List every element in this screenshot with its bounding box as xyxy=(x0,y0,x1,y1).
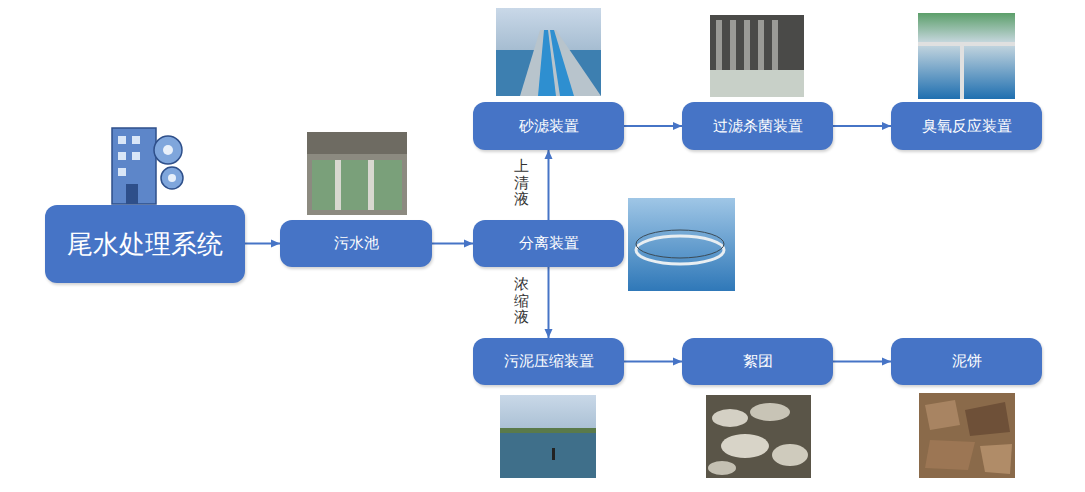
box-label: 泥饼 xyxy=(952,352,982,371)
walkway xyxy=(520,30,601,96)
tube xyxy=(730,20,736,70)
photo-mud-cake xyxy=(919,393,1015,478)
flow-arrow xyxy=(548,267,550,338)
photo xyxy=(496,8,601,96)
box-label: 絮团 xyxy=(743,352,773,371)
tube xyxy=(772,20,778,70)
cage-net xyxy=(636,230,724,258)
cake xyxy=(980,444,1012,474)
system-box: 尾水处理系统 xyxy=(45,205,245,283)
divider xyxy=(335,160,341,210)
photo xyxy=(628,198,735,291)
photo-separator xyxy=(628,198,735,291)
flow-arrow xyxy=(624,125,682,127)
box-label: 尾水处理系统 xyxy=(67,227,223,262)
flow-arrow xyxy=(432,243,473,245)
window xyxy=(132,152,140,160)
flow-arrow xyxy=(624,361,682,363)
pipe xyxy=(550,30,574,96)
process-box: 泥饼 xyxy=(891,338,1042,385)
walkway xyxy=(918,42,1015,46)
box-label: 污泥压缩装置 xyxy=(504,352,594,371)
pool xyxy=(312,160,402,210)
door xyxy=(126,184,138,204)
pond xyxy=(500,432,596,478)
gear xyxy=(154,136,182,164)
floc xyxy=(772,444,808,466)
tube xyxy=(716,20,722,70)
cake xyxy=(925,400,960,430)
process-box: 砂滤装置 xyxy=(473,102,624,150)
divider xyxy=(368,160,374,210)
building-icon xyxy=(112,128,183,204)
tube xyxy=(744,20,750,70)
box-label: 污水池 xyxy=(334,234,379,253)
floc xyxy=(712,409,748,427)
edge-label: 上清液 xyxy=(514,158,529,208)
cake xyxy=(925,440,975,470)
photo xyxy=(710,15,804,97)
process-box: 絮团 xyxy=(682,338,833,385)
photo xyxy=(500,395,596,478)
walkway xyxy=(960,42,964,99)
gear xyxy=(161,167,183,189)
window xyxy=(118,136,126,144)
photo xyxy=(918,13,1015,99)
foam xyxy=(710,70,804,97)
edge-label: 浓缩液 xyxy=(514,276,529,326)
process-box: 污泥压缩装置 xyxy=(473,338,624,385)
photo xyxy=(919,393,1015,478)
flow-arrow xyxy=(245,243,280,245)
gear-hub xyxy=(168,174,176,182)
photo-sludge xyxy=(500,395,596,478)
process-box: 分离装置 xyxy=(473,220,624,267)
box-label: 分离装置 xyxy=(519,234,579,253)
shore xyxy=(500,428,596,433)
building-bg xyxy=(307,132,407,154)
photo-ozone xyxy=(918,13,1015,99)
person xyxy=(552,448,555,460)
cake xyxy=(965,402,1010,436)
cage-ring xyxy=(636,236,724,264)
flow-arrow xyxy=(548,150,550,220)
photo xyxy=(307,132,407,215)
photo-sterilizer xyxy=(710,15,804,97)
building xyxy=(112,128,156,204)
box-label: 砂滤装置 xyxy=(519,117,579,136)
process-box: 污水池 xyxy=(280,220,432,267)
floc xyxy=(721,434,769,458)
floc xyxy=(708,461,736,475)
photo-sand-filter xyxy=(496,8,601,96)
process-box: 过滤杀菌装置 xyxy=(682,102,833,150)
flow-arrow xyxy=(833,361,891,363)
photo xyxy=(706,395,811,478)
box-label: 过滤杀菌装置 xyxy=(713,117,803,136)
window xyxy=(118,152,126,160)
flow-arrow xyxy=(833,125,891,127)
process-box: 臭氧反应装置 xyxy=(891,102,1042,150)
photo-sewage-pool xyxy=(307,132,407,215)
tube xyxy=(758,20,764,70)
gear-hub xyxy=(163,145,173,155)
photo-floc xyxy=(706,395,811,478)
window xyxy=(132,136,140,144)
floc xyxy=(750,403,790,421)
window xyxy=(118,168,126,176)
box-label: 臭氧反应装置 xyxy=(922,117,1012,136)
